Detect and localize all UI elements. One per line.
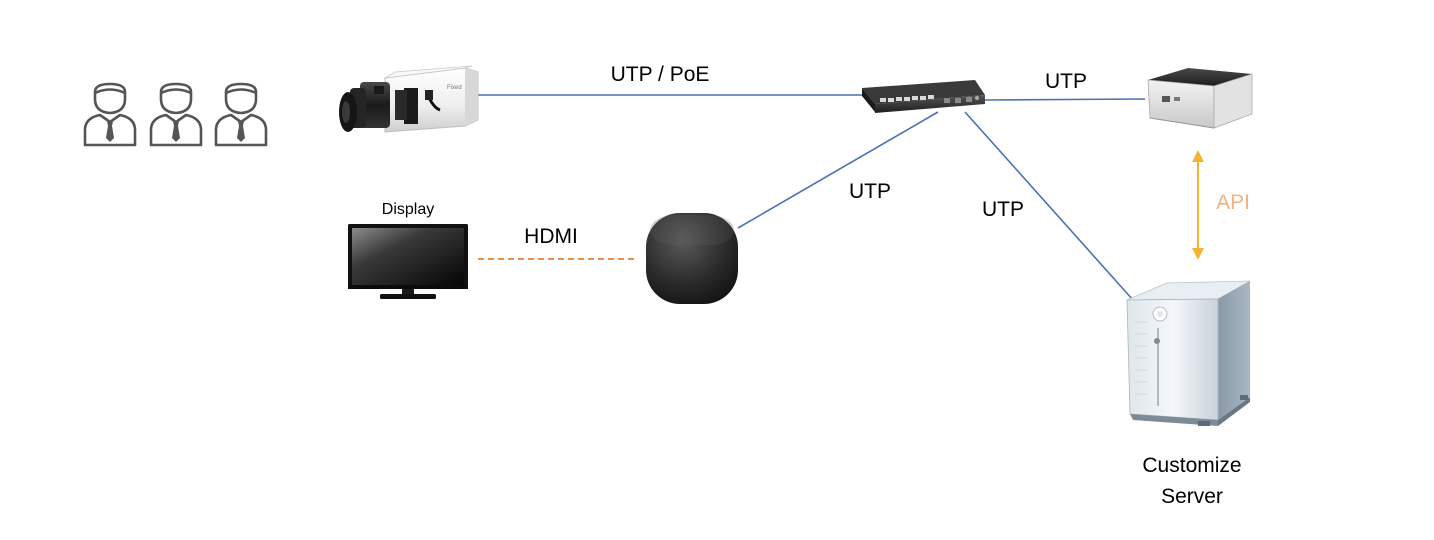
server-caption-line1: Customize <box>1142 454 1241 477</box>
server-caption-line2: Server <box>1161 485 1223 508</box>
switch-to-server-link <box>964 111 1134 301</box>
display-caption: Display <box>382 201 434 218</box>
poe-switch-icon <box>862 80 985 113</box>
api-label: API <box>1216 191 1250 214</box>
mini-pc-icon <box>1147 68 1253 129</box>
person-icon <box>149 82 203 147</box>
mini-pc-link-label: UTP <box>1045 70 1087 93</box>
api-arrow <box>1192 150 1204 260</box>
box-camera-icon: Fixed <box>339 65 479 133</box>
monitor-icon <box>348 224 468 299</box>
svg-text:Fixed: Fixed <box>447 85 462 91</box>
server-link-label: UTP <box>982 198 1024 221</box>
media-box-link-label: UTP <box>849 180 891 203</box>
people-group <box>83 82 268 147</box>
switch-to-mini-pc-link <box>984 98 1146 101</box>
media-box-icon <box>646 213 738 304</box>
person-icon <box>83 82 137 147</box>
camera-link-label: UTP / PoE <box>611 63 710 86</box>
switch-to-media-box-link <box>737 111 939 229</box>
person-icon <box>214 82 268 147</box>
hdmi-link-label: HDMI <box>524 225 578 248</box>
server-tower-icon <box>1126 280 1251 426</box>
